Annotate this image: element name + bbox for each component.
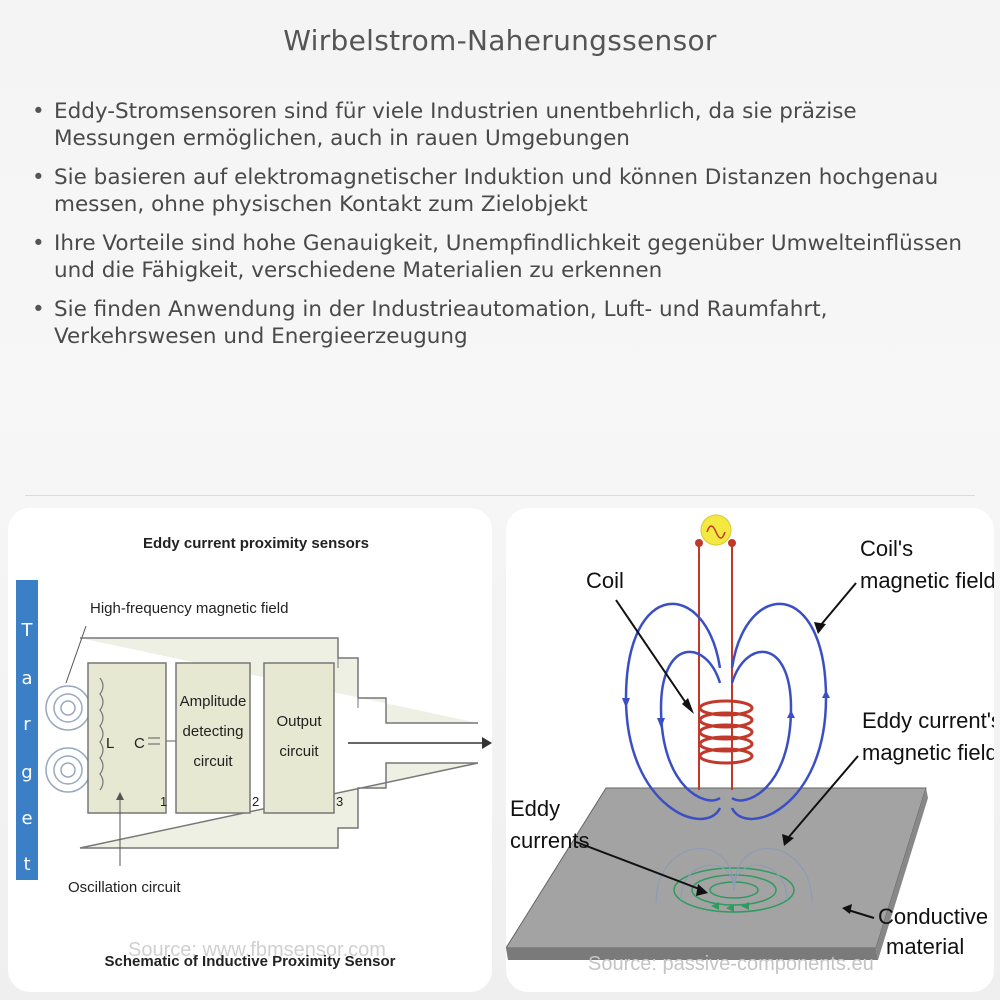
source-watermark: Source: www.fbmsensor.com — [128, 939, 386, 961]
oscillation-label: Oscillation circuit — [68, 879, 181, 896]
output-label-line: Output — [276, 713, 322, 730]
target-letter: g — [21, 762, 32, 783]
bullet-list: Eddy-Stromsensoren sind für viele Indust… — [30, 98, 980, 362]
schematic-caption: Schematic of Inductive Proximity Sensor — [105, 953, 396, 970]
bullet-item: Sie finden Anwendung in der Industrieaut… — [30, 296, 980, 350]
target-bar — [16, 580, 38, 880]
lc-l-label: L — [106, 735, 114, 752]
right-figure-panel: Coil Coil's magnetic field Eddy current'… — [506, 508, 994, 992]
bullet-item: Ihre Vorteile sind hohe Genauigkeit, Une… — [30, 230, 980, 284]
inductor-coil — [99, 677, 104, 791]
conductive-pointer — [847, 909, 875, 919]
conductive-plate-edge — [506, 948, 878, 960]
field-pointer-line — [65, 625, 87, 684]
target-letter: r — [23, 714, 31, 735]
output-circuit-block — [263, 662, 335, 814]
coil-windings — [698, 699, 754, 765]
eddy-currents-pointer — [575, 841, 703, 891]
amplitude-detecting-block — [175, 662, 251, 814]
eddy-field-arcs — [655, 847, 813, 904]
conductive-label-line: Conductive — [878, 904, 988, 929]
target-letter: t — [23, 854, 30, 875]
coil-magnetic-field-lines — [624, 602, 828, 821]
coil-field-pointer — [819, 582, 857, 627]
eddy-field-label-line: Eddy current's — [862, 708, 994, 733]
left-figure-panel: Eddy current proximity sensors T a r g e… — [8, 508, 492, 992]
bullet-item: Sie basieren auf elektromagnetischer Ind… — [30, 164, 980, 218]
eddy-currents-label-line: Eddy — [510, 796, 560, 821]
source-credit: Source: passive-components.eu — [588, 953, 874, 975]
target-letter: e — [21, 808, 32, 829]
inductive-sensor-schematic: Eddy current proximity sensors T a r g e… — [16, 535, 492, 970]
coil-field-label-line: magnetic field — [860, 568, 994, 593]
coil-field-label-line: Coil's — [860, 536, 913, 561]
output-arrow — [482, 737, 492, 749]
page-title: Wirbelstrom-Naherungssensor — [283, 24, 717, 57]
hf-field-label: High-frequency magnetic field — [90, 600, 288, 617]
conductive-plate-side — [876, 788, 928, 960]
magnetic-field-loops — [45, 685, 91, 793]
eddy-current-arrows — [711, 902, 749, 912]
conductive-label-line: material — [886, 934, 964, 959]
stage-number-2: 2 — [252, 794, 259, 809]
schematic-heading: Eddy current proximity sensors — [143, 535, 369, 552]
ac-source-icon — [700, 514, 732, 546]
amplitude-label-line: circuit — [193, 753, 233, 770]
target-letter: a — [21, 668, 32, 689]
eddy-field-label-line: magnetic field — [862, 740, 994, 765]
target-letter: T — [21, 620, 34, 641]
lc-c-label: C — [134, 735, 145, 752]
amplitude-label-line: Amplitude — [180, 693, 247, 710]
eddy-currents-label-line: currents — [510, 828, 589, 853]
stage-number-1: 1 — [160, 794, 167, 809]
section-divider — [25, 495, 975, 496]
coil-label: Coil — [586, 568, 624, 593]
coil-pointer — [615, 599, 689, 707]
output-label-line: circuit — [279, 743, 319, 760]
amplitude-label-line: detecting — [183, 723, 244, 740]
eddy-current-illustration: Coil Coil's magnetic field Eddy current'… — [506, 514, 994, 975]
bullet-item: Eddy-Stromsensoren sind für viele Indust… — [30, 98, 980, 152]
eddy-field-pointer — [787, 755, 859, 839]
stage-number-3: 3 — [336, 794, 343, 809]
field-direction-arrows — [622, 690, 830, 728]
